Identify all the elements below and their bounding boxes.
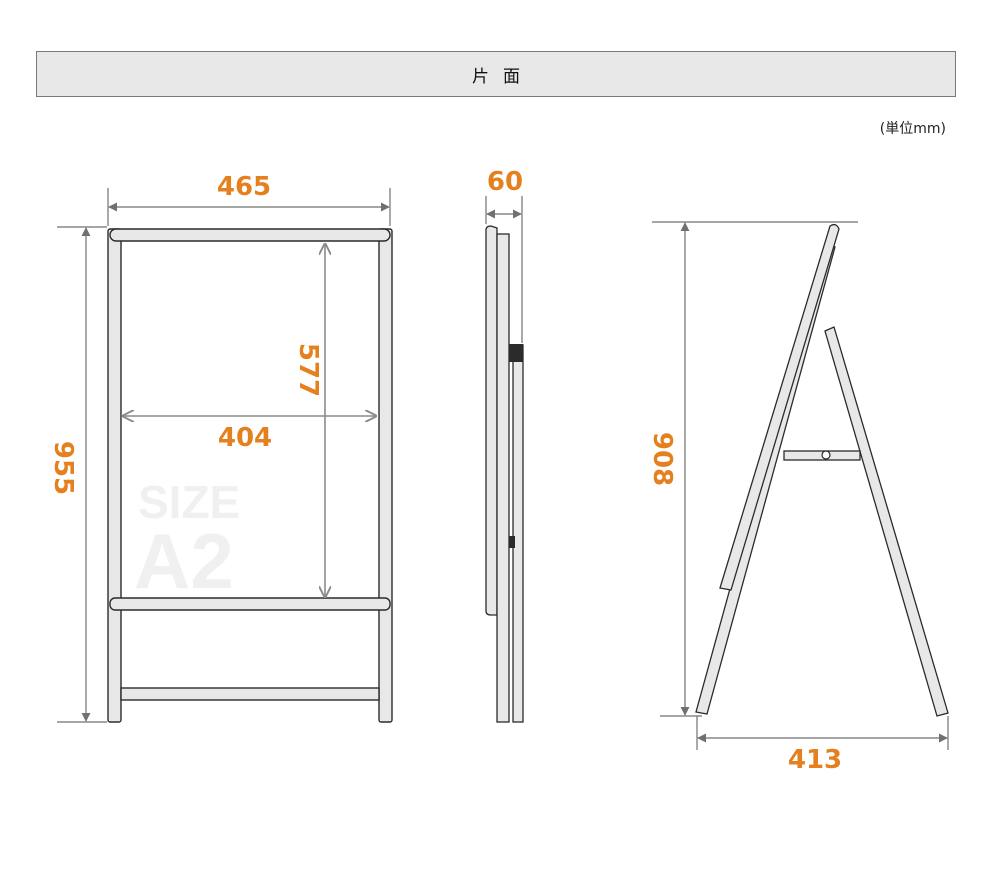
front-width-dimension: [107, 188, 391, 226]
side-top-hinge: [509, 344, 523, 362]
header-bar: 片面: [36, 51, 956, 97]
front-top-bar: [109, 228, 391, 242]
open-base-label: 413: [788, 745, 842, 775]
side-depth-dimension: [485, 196, 523, 343]
watermark-size-value: A2: [134, 517, 234, 605]
side-bottom-hinge: [509, 536, 515, 548]
side-front-panel: [485, 225, 498, 616]
front-bottom-bar: [109, 597, 391, 611]
side-depth-label: 60: [487, 167, 523, 197]
front-height-label: 955: [48, 441, 78, 495]
open-height-dimension: [652, 221, 858, 717]
front-view: SIZE A2 465 955 404: [48, 172, 393, 723]
front-lower-crossbar: [120, 687, 380, 701]
front-left-leg: [107, 228, 122, 723]
unit-note: (単位mm): [879, 121, 946, 137]
open-front-panel: [719, 223, 840, 591]
side-back-leg: [512, 344, 524, 723]
open-front-leg: [695, 243, 836, 715]
header-title: 片面: [472, 66, 534, 87]
side-view: 60: [485, 167, 524, 723]
front-right-leg: [378, 228, 393, 723]
poster-height-label: 577: [293, 343, 323, 397]
front-frame: [107, 228, 393, 723]
open-base-dimension: [696, 716, 949, 750]
front-width-label: 465: [217, 172, 271, 202]
open-spreader-pin: [821, 450, 831, 460]
poster-width-label: 404: [218, 423, 272, 453]
open-height-label: 908: [647, 432, 677, 486]
side-front-leg: [496, 233, 510, 723]
front-height-dimension: [57, 226, 107, 723]
open-back-leg: [824, 326, 949, 717]
watermark-size-word: SIZE: [138, 476, 240, 528]
open-view: 908 413: [647, 221, 949, 775]
